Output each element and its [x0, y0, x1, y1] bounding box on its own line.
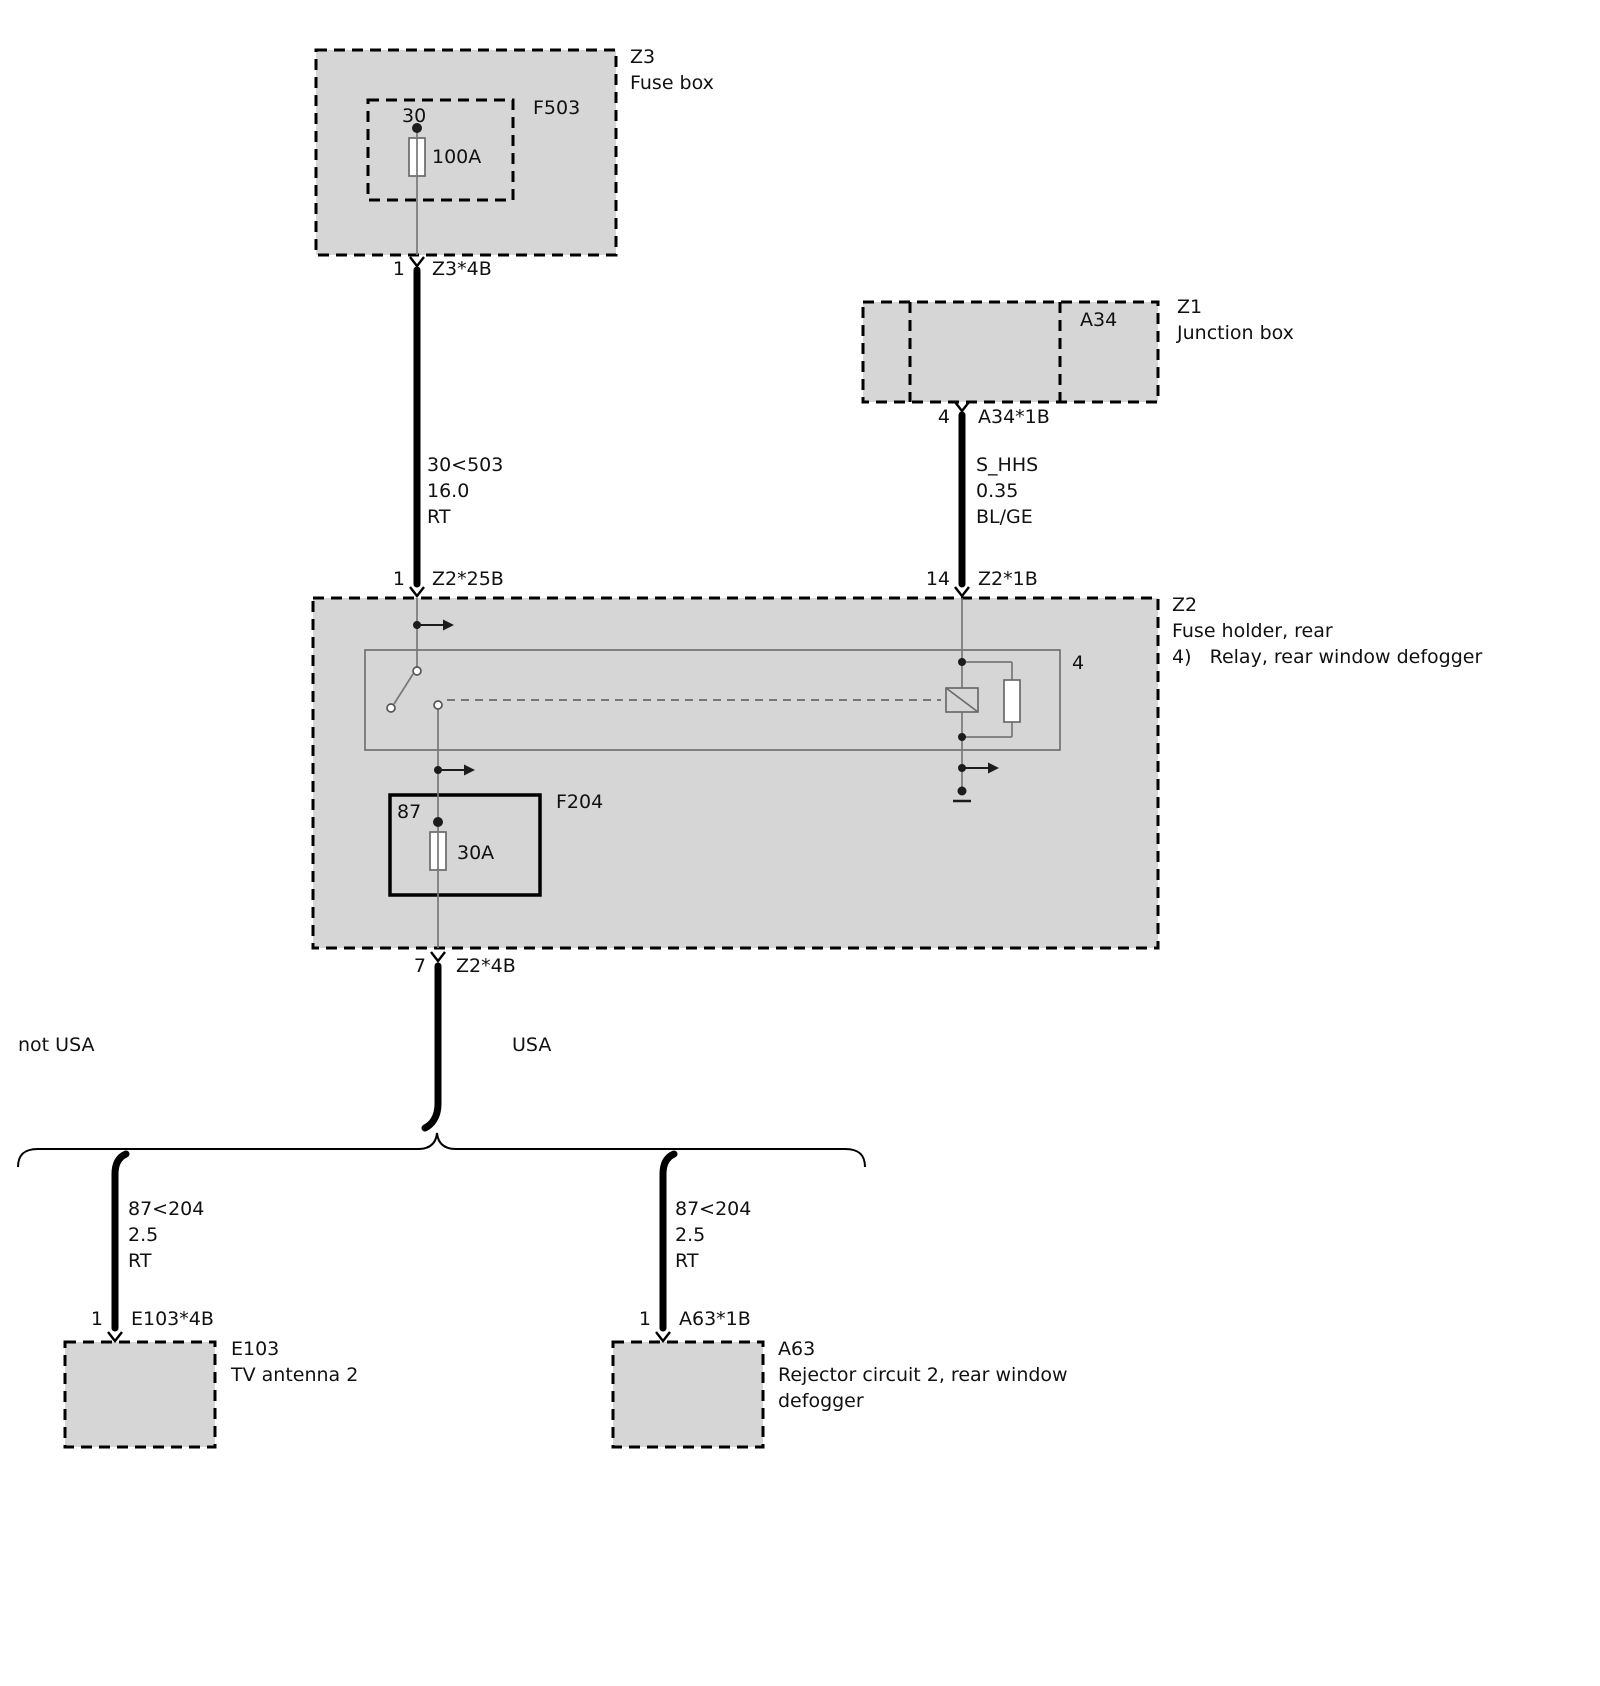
relay-switch-icon [386, 666, 941, 713]
a63-id-label: A63 [778, 1338, 816, 1360]
e103-id-label: E103 [231, 1338, 280, 1360]
z2-out-pin: 7 [413, 955, 426, 977]
z2-id-label: Z2 [1172, 594, 1198, 616]
direction-arrow-icon [958, 762, 999, 774]
ground-icon [953, 786, 971, 803]
f503-terminal-label: 30 [402, 105, 427, 127]
wire-to-e103 [111, 1150, 130, 1332]
f204-rating-label: 30A [457, 842, 495, 864]
relay-frame [364, 649, 1061, 751]
variant-usa-label: USA [512, 1034, 552, 1056]
z3-out-pin: 1 [392, 258, 405, 280]
a34-module-label: A34 [1080, 309, 1118, 331]
relay-coil-icon [945, 658, 1021, 741]
e103-box [63, 1340, 217, 1449]
wire-to-a63 [659, 1150, 678, 1332]
f503-box [366, 98, 515, 202]
connector-icon-z1-out [954, 401, 970, 413]
wire-z3-z2-spec: 30<503 16.0 RT [427, 454, 504, 528]
z2-note-label: 4) Relay, rear window defogger [1172, 646, 1483, 668]
z1-name-label: Junction box [1177, 322, 1294, 344]
connector-icon-z2-out [430, 951, 446, 963]
a63-name-label: Rejector circuit 2, rear window defogger [778, 1364, 1068, 1412]
variant-not-usa-label: not USA [18, 1034, 95, 1056]
f204-terminal-label: 87 [397, 801, 422, 823]
a63-box [611, 1340, 765, 1449]
f204-label: F204 [556, 791, 604, 813]
wire-a63-spec: 87<204 2.5 RT [675, 1198, 752, 1272]
z3-name-label: Fuse box [630, 72, 714, 94]
z3-out-connector: Z3*4B [432, 258, 492, 280]
wire-z2-out [421, 962, 442, 1132]
z2-in-right-pin: 14 [925, 568, 950, 590]
z2-in-right-connector: Z2*1B [978, 568, 1038, 590]
direction-arrow-icon [413, 619, 454, 631]
z1-out-connector: A34*1B [978, 406, 1050, 428]
connector-icon-z2-in-left [409, 586, 425, 598]
f503-label: F503 [533, 97, 581, 119]
z3-id-label: Z3 [630, 46, 656, 68]
wire-e103-spec: 87<204 2.5 RT [128, 1198, 205, 1272]
z1-id-label: Z1 [1177, 296, 1203, 318]
direction-arrow-icon [434, 764, 475, 776]
connector-icon-a63-in [655, 1331, 671, 1343]
branch-brace [17, 1132, 866, 1168]
z2-in-left-pin: 1 [392, 568, 405, 590]
z2-internal-wiring [416, 598, 1013, 788]
f503-rating-label: 100A [432, 146, 482, 168]
e103-in-pin: 1 [90, 1308, 103, 1330]
a63-in-pin: 1 [638, 1308, 651, 1330]
f204-fuse-icon [429, 709, 447, 948]
a63-in-connector: A63*1B [679, 1308, 751, 1330]
z2-in-left-connector: Z2*25B [432, 568, 504, 590]
f503-fuse-icon [408, 123, 426, 255]
z3-box [314, 48, 618, 257]
relay-id-label: 4 [1072, 652, 1085, 674]
connector-icon-e103-in [107, 1331, 123, 1343]
e103-name-label: TV antenna 2 [231, 1364, 359, 1386]
z1-out-pin: 4 [937, 406, 950, 428]
z2-out-connector: Z2*4B [456, 955, 516, 977]
wire-z1-z2-spec: S_HHS 0.35 BL/GE [976, 454, 1039, 528]
z2-name-label: Fuse holder, rear [1172, 620, 1333, 642]
connector-icon-z2-in-right [954, 586, 970, 598]
f204-box [388, 793, 542, 897]
z1-box [861, 300, 1160, 404]
e103-in-connector: E103*4B [131, 1308, 214, 1330]
connector-icon-z3-out [409, 256, 425, 268]
